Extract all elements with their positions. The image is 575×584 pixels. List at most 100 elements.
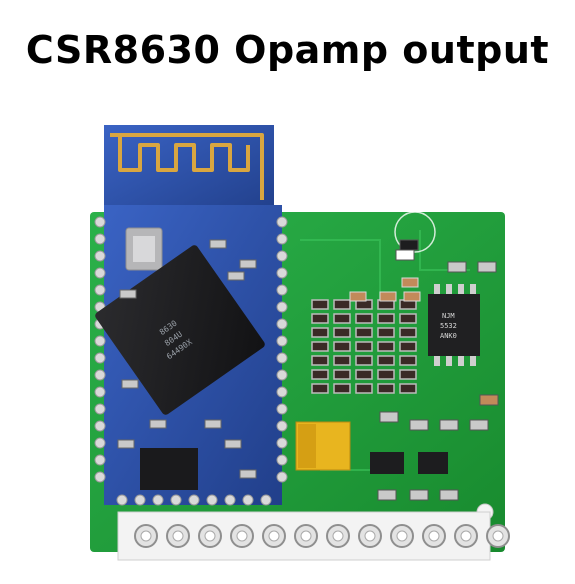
- opamp-marking-3: ANK0: [440, 332, 457, 340]
- misc-smd: [377, 239, 499, 501]
- opamp-leg: [434, 284, 440, 294]
- module-pad: [276, 471, 288, 483]
- header-pads: [117, 511, 510, 561]
- transistor-ic: [370, 452, 448, 474]
- module-pad: [94, 403, 106, 415]
- header-hole: [364, 530, 376, 542]
- opamp-leg: [446, 356, 452, 366]
- smd-component: [477, 261, 497, 273]
- resistor: [355, 327, 373, 338]
- resistor: [311, 369, 329, 380]
- module-pad: [276, 284, 288, 296]
- tantalum-capacitor: [295, 421, 351, 471]
- smd-component: [239, 259, 257, 269]
- smd-component: [227, 271, 245, 281]
- resistor: [399, 383, 417, 394]
- module-pad: [276, 250, 288, 262]
- module-pad: [276, 301, 288, 313]
- module-pad: [94, 233, 106, 245]
- resistor: [399, 313, 417, 324]
- resistor: [355, 369, 373, 380]
- opamp-leg: [458, 356, 464, 366]
- resistor: [399, 327, 417, 338]
- opamp-leg: [446, 284, 452, 294]
- resistor: [355, 355, 373, 366]
- capacitor: [403, 291, 421, 302]
- module-pad: [242, 494, 254, 506]
- header-hole: [396, 530, 408, 542]
- resistor: [399, 355, 417, 366]
- resistor: [333, 383, 351, 394]
- resistor: [333, 341, 351, 352]
- smd-component: [204, 419, 222, 429]
- resistor: [377, 341, 395, 352]
- resistor: [333, 369, 351, 380]
- resistor: [311, 355, 329, 366]
- opamp-leg: [470, 356, 476, 366]
- flash-chip: [140, 448, 198, 490]
- module-pad: [224, 494, 236, 506]
- opamp-marking-2: 5532: [440, 322, 457, 330]
- opamp-chip: NJM 5532 ANK0: [428, 284, 480, 366]
- resistor: [377, 383, 395, 394]
- module-pad: [94, 250, 106, 262]
- bluetooth-module: 8630 804U 64490X: [94, 125, 288, 506]
- smd-component: [209, 239, 227, 249]
- smd-component: [447, 261, 467, 273]
- smd-component: [239, 469, 257, 479]
- module-pad: [94, 216, 106, 228]
- opamp-leg: [434, 356, 440, 366]
- smd-component: [119, 289, 137, 299]
- resistor: [311, 327, 329, 338]
- smd-component: [121, 379, 139, 389]
- resistor: [333, 313, 351, 324]
- resistor: [377, 369, 395, 380]
- smd-component: [224, 439, 242, 449]
- resistor: [355, 383, 373, 394]
- resistor: [399, 369, 417, 380]
- module-pad: [276, 318, 288, 330]
- header-hole: [236, 530, 248, 542]
- module-pad: [94, 437, 106, 449]
- module-pad: [276, 386, 288, 398]
- smd-component: [379, 411, 399, 423]
- module-pad: [152, 494, 164, 506]
- resistor: [333, 355, 351, 366]
- smd-component: [439, 489, 459, 501]
- smd-component: [469, 419, 489, 431]
- header-hole: [140, 530, 152, 542]
- smd-component: [149, 419, 167, 429]
- smd-component: [377, 489, 397, 501]
- module-pad: [94, 284, 106, 296]
- resistor: [311, 299, 329, 310]
- resistor: [355, 313, 373, 324]
- smd-component: [395, 249, 415, 261]
- resistor: [311, 313, 329, 324]
- header-hole: [460, 530, 472, 542]
- header-hole: [268, 530, 280, 542]
- antenna-trace: [110, 133, 264, 200]
- capacitor: [349, 291, 367, 302]
- module-pad: [94, 352, 106, 364]
- opamp-leg: [470, 284, 476, 294]
- module-pad: [276, 403, 288, 415]
- csr8630-chip: 8630 804U 64490X: [95, 245, 265, 415]
- module-pad: [94, 267, 106, 279]
- module-pad: [94, 335, 106, 347]
- smd-component: [399, 239, 419, 251]
- capacitor: [379, 291, 397, 302]
- smd-component: [409, 419, 429, 431]
- header-hole: [172, 530, 184, 542]
- smd-component: [409, 489, 429, 501]
- module-pad: [276, 369, 288, 381]
- module-pad: [276, 216, 288, 228]
- resistor-array: [311, 277, 421, 394]
- module-pad: [94, 386, 106, 398]
- module-pad: [94, 420, 106, 432]
- resistor: [311, 341, 329, 352]
- header-hole: [492, 530, 504, 542]
- module-pad: [276, 233, 288, 245]
- header-hole: [300, 530, 312, 542]
- resistor: [377, 355, 395, 366]
